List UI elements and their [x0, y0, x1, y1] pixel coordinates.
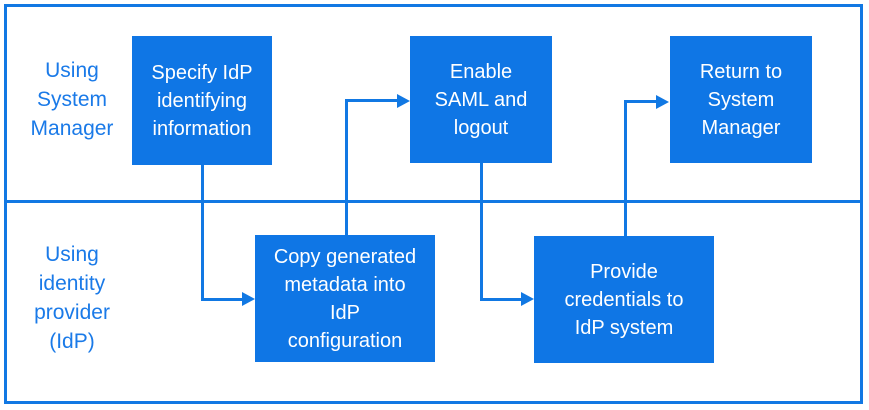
connector-specify-to-copy-vertical: [201, 165, 204, 301]
connector-copy-to-enable-vertical: [345, 99, 348, 236]
node-enable-saml-and-logout[interactable]: Enable SAML and logout: [410, 36, 552, 163]
swimlane-divider: [4, 200, 863, 203]
connector-specify-to-copy-arrowhead: [242, 292, 255, 306]
node-copy-generated-metadata-into-idp-configuration[interactable]: Copy generated metadata into IdP configu…: [255, 235, 435, 362]
node-provide-credentials-to-idp-system[interactable]: Provide credentials to IdP system: [534, 236, 714, 363]
connector-enable-to-provide-horizontal: [480, 298, 522, 301]
connector-provide-to-return-arrowhead: [656, 95, 669, 109]
connector-enable-to-provide-vertical: [480, 163, 483, 301]
connector-specify-to-copy-horizontal: [201, 298, 243, 301]
swimlane-label-using-system-manager: Using System Manager: [30, 59, 114, 140]
diagram-outer-border: [4, 4, 863, 404]
node-specify-idp-identifying-information[interactable]: Specify IdP identifying information: [132, 36, 272, 165]
connector-copy-to-enable-arrowhead: [397, 94, 410, 108]
connector-copy-to-enable-horizontal: [345, 99, 398, 102]
node-return-to-system-manager[interactable]: Return to System Manager: [670, 36, 812, 163]
connector-provide-to-return-horizontal: [624, 100, 657, 103]
connector-enable-to-provide-arrowhead: [521, 292, 534, 306]
swimlane-label-using-identity-provider: Using identity provider (IdP): [34, 243, 110, 353]
connector-provide-to-return-vertical: [624, 100, 627, 237]
